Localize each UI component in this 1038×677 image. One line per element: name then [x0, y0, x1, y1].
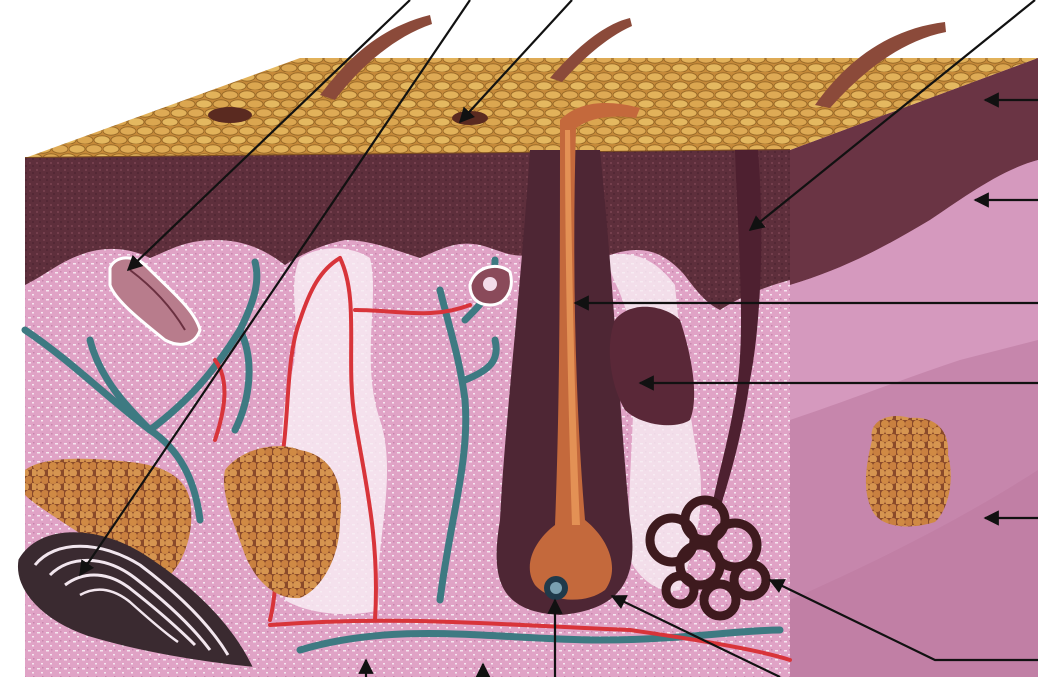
nerve-ending — [470, 266, 511, 305]
side-fat-lobule — [866, 416, 951, 526]
